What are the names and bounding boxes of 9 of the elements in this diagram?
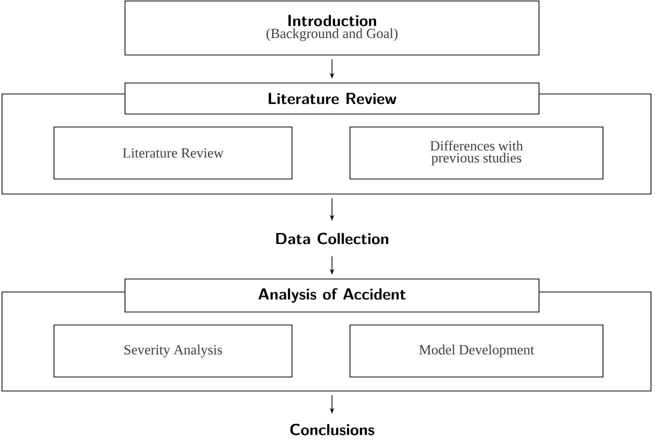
process-box: Model Development (350, 324, 604, 378)
step-label: Data Collection (276, 232, 388, 244)
process-box: Literature Review (54, 126, 292, 180)
heading-box: Analysis of Accident (124, 278, 540, 312)
process-box: Introduction (Background and Goal) (124, 0, 540, 56)
process-box: Differences with previous studies (350, 126, 604, 180)
process-box: Severity Analysis (54, 324, 292, 378)
heading-box: Literature Review (124, 82, 540, 114)
step-label: Conclusions (290, 424, 374, 436)
